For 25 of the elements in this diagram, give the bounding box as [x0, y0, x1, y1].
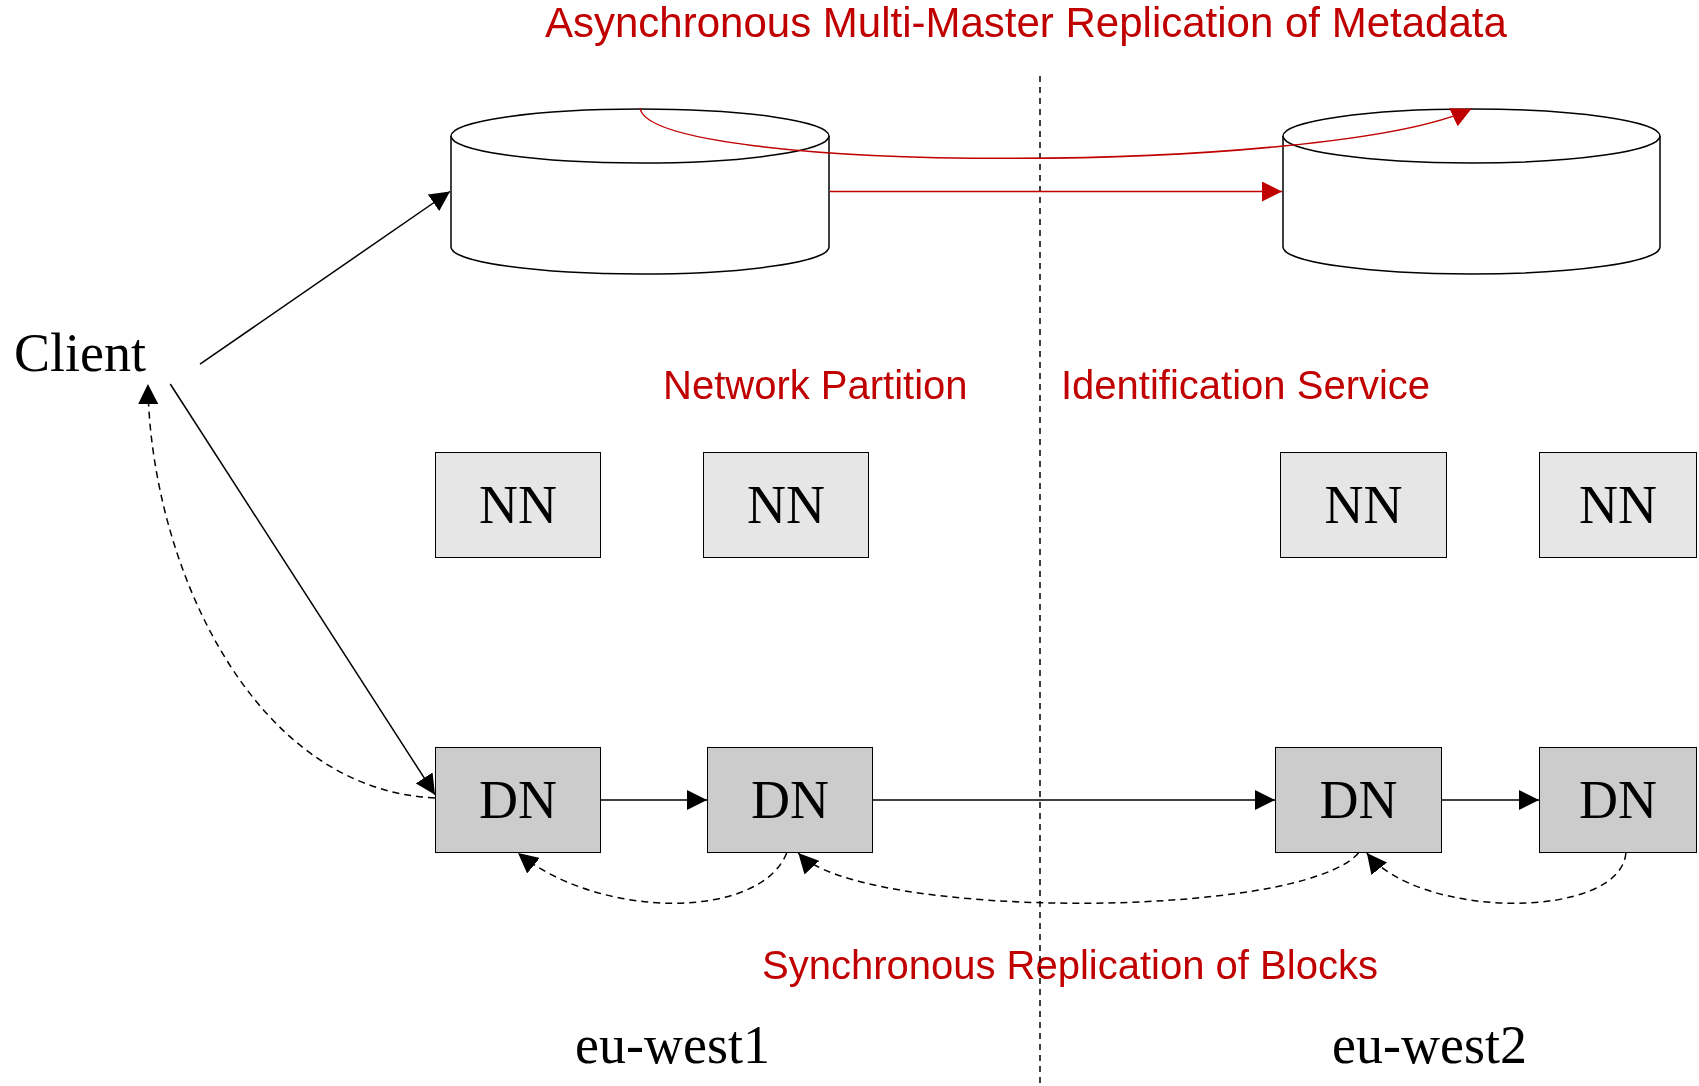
- name-node-box: NN: [703, 452, 869, 558]
- name-node-box: NN: [1539, 452, 1697, 558]
- cluster-label: eu-west2: [1332, 1018, 1527, 1072]
- name-node-box: NN: [435, 452, 601, 558]
- data-node-box: DN: [707, 747, 873, 853]
- data-node-box: DN: [1275, 747, 1442, 853]
- annotation-text: Network Partition: [663, 365, 968, 405]
- annotation-text: Identification Service: [1061, 365, 1431, 405]
- arrow: [797, 852, 1360, 904]
- arrow: [600, 790, 708, 810]
- title: Asynchronous Multi-Master Replication of Metadata: [545, 2, 1507, 44]
- annotation-text: Synchronous Replication of Blocks: [762, 945, 1378, 985]
- arrow: [1441, 790, 1540, 810]
- client-label: Client: [14, 322, 200, 384]
- database-cylinder: [450, 108, 830, 275]
- arrow: [517, 852, 788, 904]
- arrow: [829, 181, 1283, 202]
- arrow: [199, 190, 451, 365]
- data-node-box: DN: [1539, 747, 1697, 853]
- data-node-box: DN: [435, 747, 601, 853]
- cluster-label: eu-west1: [575, 1018, 770, 1072]
- arrow: [1366, 852, 1627, 904]
- arrow: [872, 790, 1276, 810]
- name-node-box: NN: [1280, 452, 1447, 558]
- database-cylinder: [1282, 108, 1661, 275]
